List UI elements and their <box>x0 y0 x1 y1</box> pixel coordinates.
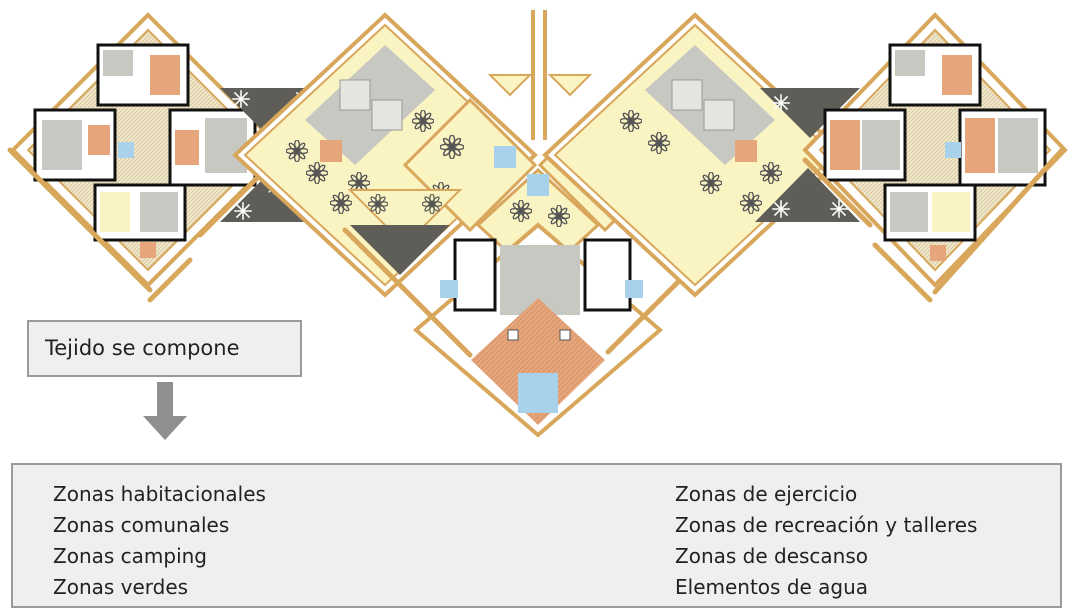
water-element <box>118 142 134 158</box>
central-path <box>531 10 547 140</box>
water-element <box>518 373 558 413</box>
water-element <box>945 142 961 158</box>
communal-zone-left <box>232 12 538 298</box>
housing-cluster-right <box>802 12 1068 288</box>
communal-zone-right <box>542 12 848 298</box>
legend-column-right: Zonas de ejercicio Zonas de recreación y… <box>675 479 977 603</box>
callout-label: Tejido se compone <box>45 336 240 360</box>
legend-item: Zonas comunales <box>53 513 230 537</box>
exercise-zone-right <box>755 88 860 222</box>
legend-item: Zonas habitacionales <box>53 482 266 506</box>
legend-item: Zonas de recreación y talleres <box>675 513 978 537</box>
water-element <box>527 174 549 196</box>
walkway-right <box>802 147 1065 303</box>
zones-legend: Zonas habitacionales Zonas comunales Zon… <box>11 463 1062 608</box>
legend-column-left: Zonas habitacionales Zonas comunales Zon… <box>53 479 266 603</box>
legend-item: Zonas camping <box>53 544 208 568</box>
site-plan-diagram <box>7 10 1068 438</box>
down-arrow-icon <box>143 382 187 440</box>
water-element <box>494 146 516 168</box>
legend-item: Zonas de ejercicio <box>675 482 858 506</box>
composition-callout: Tejido se compone <box>27 320 302 377</box>
central-building <box>412 222 664 438</box>
legend-item: Zonas verdes <box>53 575 189 599</box>
legend-item: Elementos de agua <box>675 575 869 599</box>
legend-item: Zonas de descanso <box>675 544 869 568</box>
